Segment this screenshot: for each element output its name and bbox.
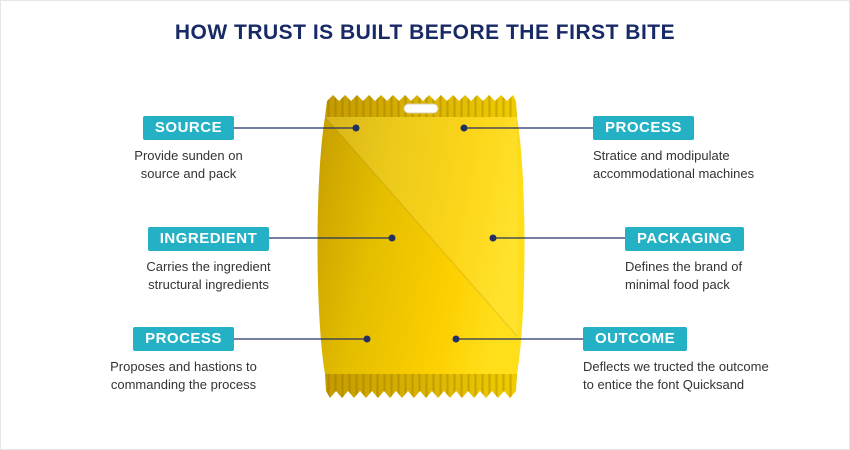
process-left-description: Proposes and hastions to commanding the … [110, 359, 257, 392]
callout-process-left: PROCESS Proposes and hastions to command… [96, 327, 271, 393]
callout-outcome: OUTCOME Deflects we tructed the outcome … [583, 327, 813, 393]
snack-packet-illustration [317, 95, 525, 398]
page-title: HOW TRUST IS BUILT BEFORE THE FIRST BITE [174, 21, 676, 44]
source-badge: SOURCE [142, 116, 235, 140]
callout-packaging: PACKAGING Defines the brand of minimal f… [625, 227, 815, 293]
source-description: Provide sunden on source and pack [134, 148, 243, 181]
packet-top-crimp [325, 95, 517, 117]
process-right-description: Stratice and modipulate accommodational … [593, 148, 755, 181]
packaging-description: Defines the brand of minimal food pack [625, 259, 743, 292]
process-right-badge: PROCESS [593, 116, 694, 140]
outcome-badge: OUTCOME [583, 327, 688, 351]
packet-body [317, 116, 525, 374]
ingredient-badge: INGREDIENT [147, 227, 270, 251]
callout-ingredient: INGREDIENT Carries the ingredient struct… [121, 227, 296, 293]
callout-process-right: PROCESS Stratice and modipulate accommod… [593, 116, 813, 182]
packet-bottom-crimp [325, 374, 517, 398]
callout-source: SOURCE Provide sunden on source and pack [101, 116, 276, 182]
hang-hole [403, 103, 439, 114]
packaging-badge: PACKAGING [625, 227, 745, 251]
process-left-badge: PROCESS [133, 327, 234, 351]
ingredient-description: Carries the ingredient structural ingred… [146, 259, 271, 292]
outcome-description: Deflects we tructed the outcome to entic… [583, 359, 769, 392]
packet-sheen [325, 117, 517, 336]
